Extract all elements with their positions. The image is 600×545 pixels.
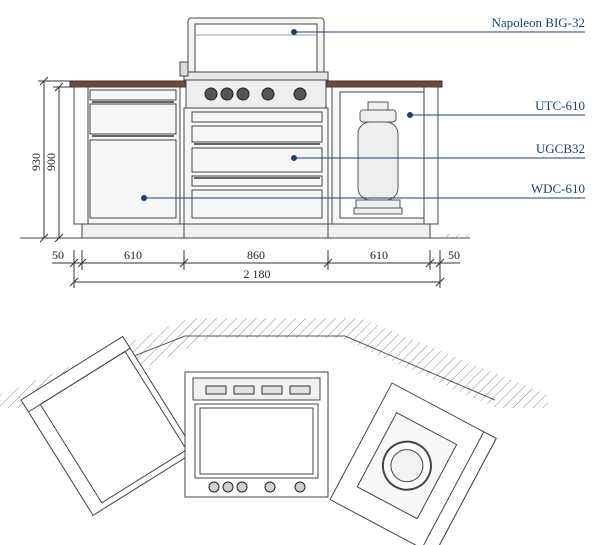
cabinet-left-plan — [20, 335, 196, 517]
knob-row-bottom — [208, 481, 306, 493]
front-elevation — [69, 17, 443, 239]
gas-cylinder-icon — [353, 101, 403, 215]
dim-total-width: 2 180 — [244, 267, 271, 281]
plan-view — [0, 318, 548, 545]
vertical-dimensions — [38, 76, 72, 243]
callout-leaders — [141, 29, 585, 201]
label-cabinet-left: WDC-610 — [531, 181, 585, 196]
dim-side-right: 50 — [448, 248, 460, 262]
label-grill: Napoleon BIG-32 — [491, 15, 585, 30]
countertop-left — [69, 80, 189, 88]
label-grill-cabinet: UGCB32 — [536, 141, 585, 156]
plinth — [81, 223, 431, 239]
horizontal-dimensions — [52, 250, 460, 288]
countertop-right — [324, 80, 443, 88]
cabinet-left-front — [73, 86, 181, 225]
wall-hatch — [0, 318, 548, 408]
dim-side-left: 50 — [52, 248, 64, 262]
label-cabinet-right: UTC-610 — [535, 98, 585, 113]
dim-center-width: 860 — [247, 248, 265, 262]
cabinet-right-plan — [329, 382, 497, 545]
dim-cabinet-height: 900 — [44, 153, 58, 171]
dim-total-height: 930 — [29, 153, 43, 171]
dim-left-width: 610 — [124, 248, 142, 262]
grill-control-panel — [185, 79, 327, 109]
dim-right-width: 610 — [370, 248, 388, 262]
grill-knobs — [204, 87, 307, 101]
grill-hood — [179, 17, 329, 81]
floor-hatch-right — [445, 234, 473, 239]
burner-row-top — [205, 385, 311, 395]
grill-plan — [184, 371, 329, 498]
cabinet-center-front — [183, 107, 329, 225]
